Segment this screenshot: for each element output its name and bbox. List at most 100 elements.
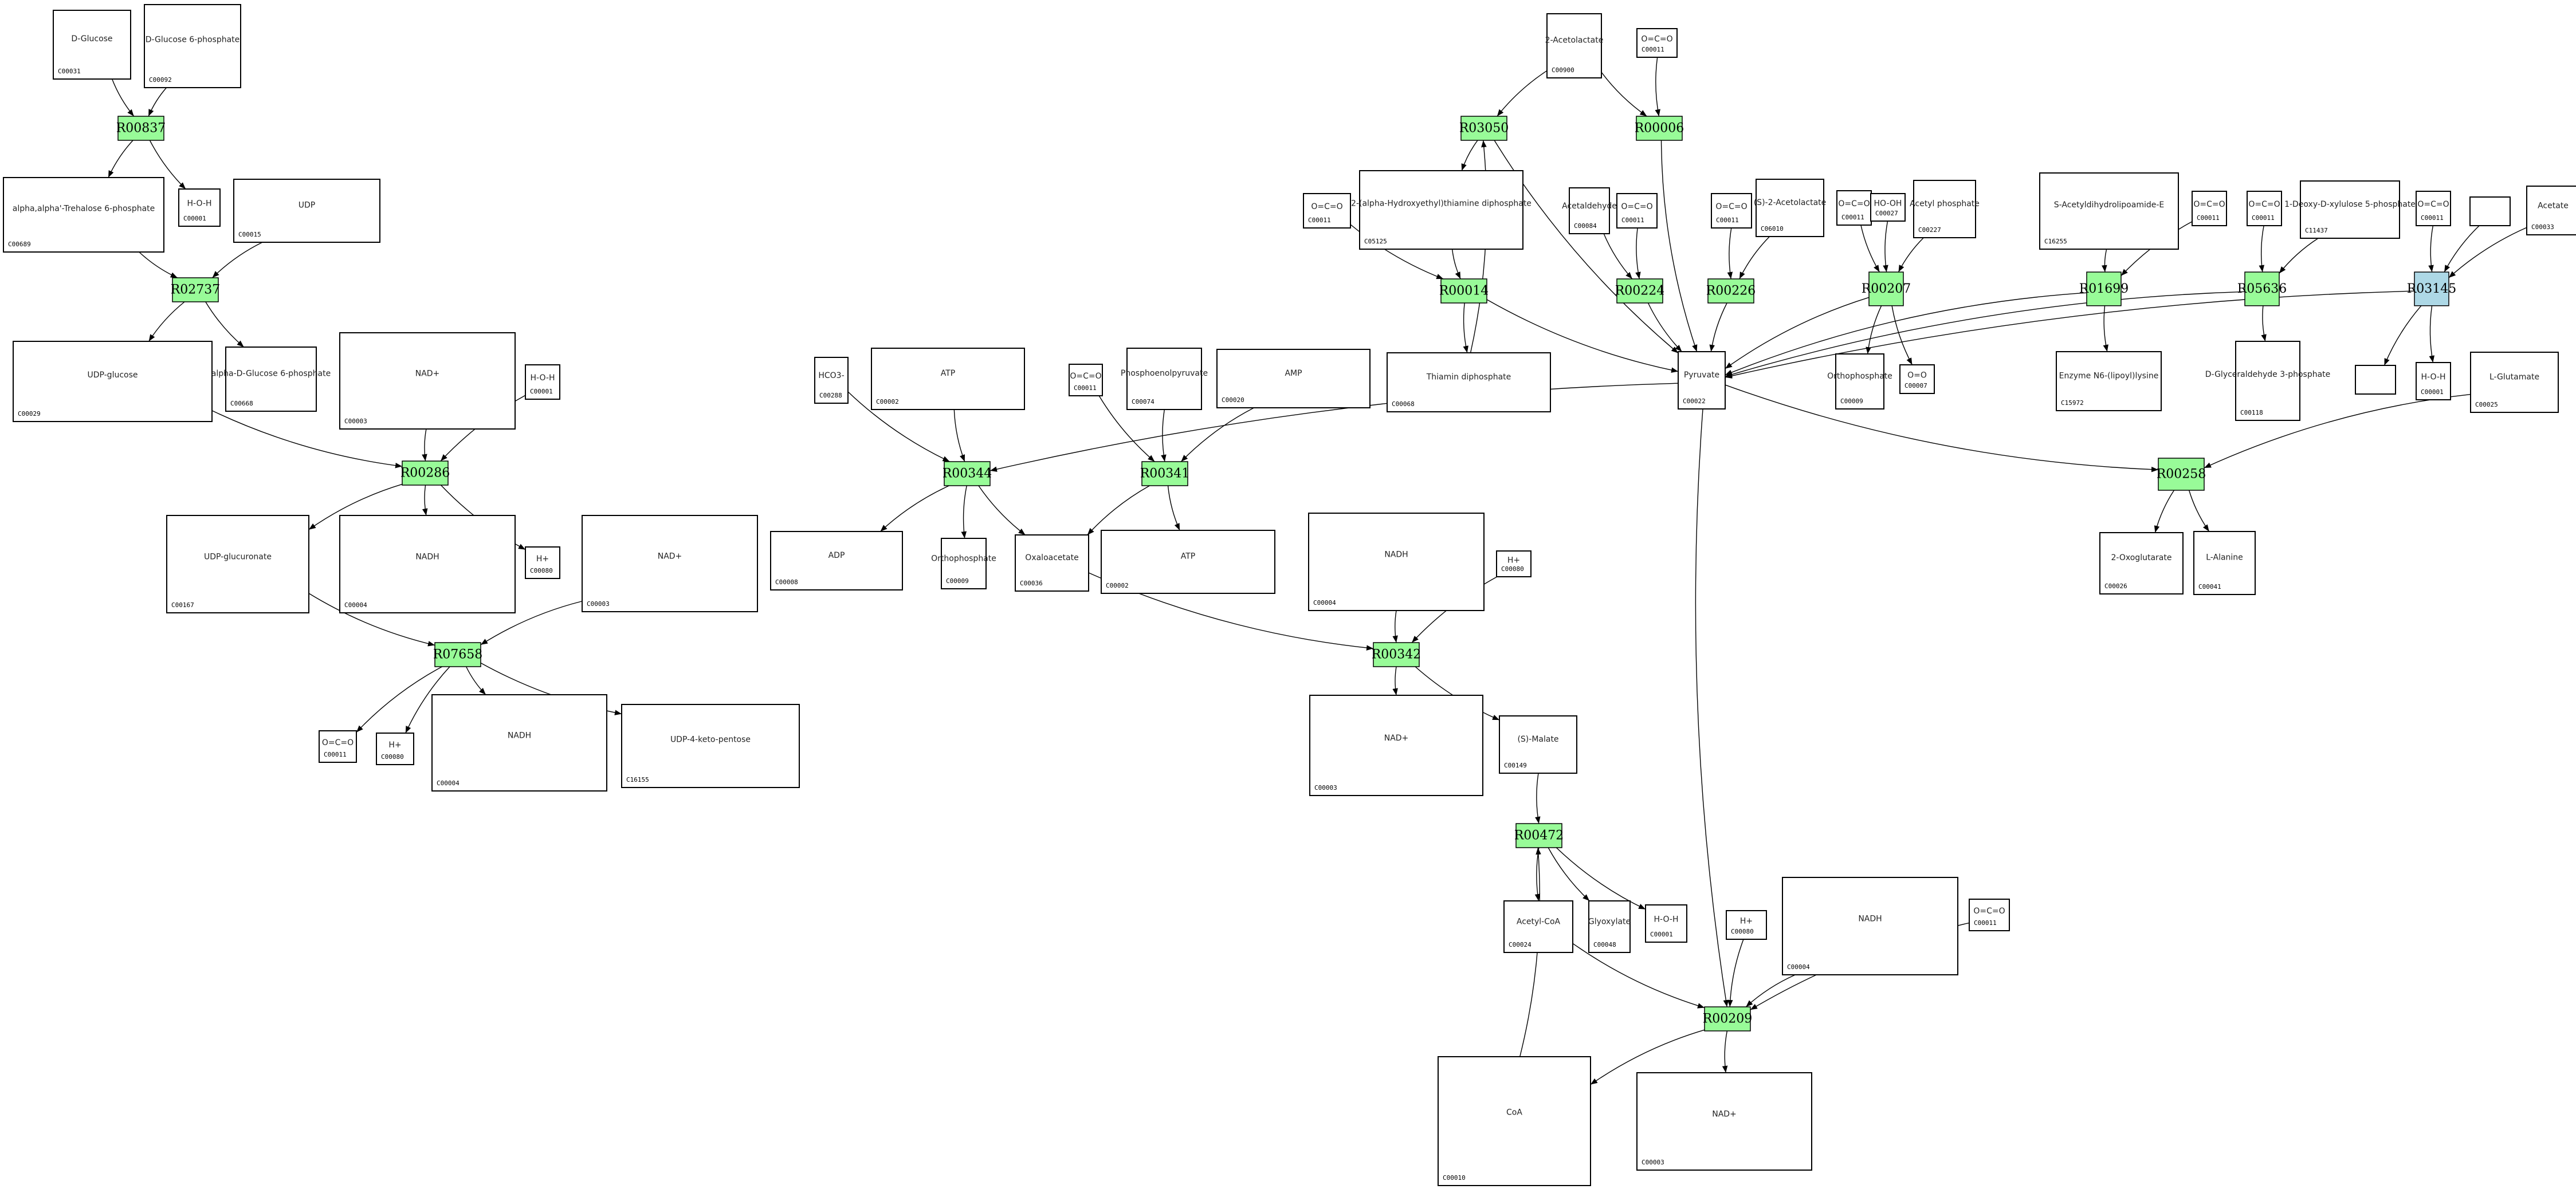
reaction-node[interactable]: R00258 [2157, 458, 2206, 491]
compound-box[interactable] [582, 515, 758, 612]
compound-box[interactable] [225, 347, 317, 412]
compound-box[interactable] [178, 188, 221, 227]
compound-box[interactable] [941, 538, 987, 589]
compound-box[interactable] [1569, 187, 1610, 234]
compound-box[interactable] [1756, 179, 1824, 237]
reaction-node[interactable]: R07658 [433, 642, 483, 667]
compound-box[interactable] [525, 364, 560, 400]
compound-box[interactable] [525, 546, 560, 579]
reaction-node[interactable]: R00286 [400, 460, 450, 486]
reaction-box[interactable] [1636, 116, 1683, 141]
reaction-node[interactable]: R00472 [1514, 823, 1564, 848]
reaction-box[interactable] [117, 116, 164, 141]
compound-box[interactable] [1636, 1072, 1812, 1171]
reaction-box[interactable] [1868, 271, 1904, 306]
compound-box[interactable] [376, 733, 414, 765]
reaction-box[interactable] [1141, 461, 1188, 486]
compound-box[interactable] [1913, 180, 1976, 238]
compound-box[interactable] [1308, 513, 1485, 611]
reaction-node[interactable]: R00344 [943, 461, 992, 486]
compound-box[interactable] [1636, 28, 1678, 58]
compound-box[interactable] [1616, 193, 1658, 229]
reaction-node[interactable]: R03145 [2407, 271, 2457, 306]
compound-box[interactable] [2056, 351, 2162, 411]
compound-box[interactable] [1303, 193, 1351, 229]
reaction-box[interactable] [1704, 1006, 1751, 1031]
compound-box[interactable] [2099, 532, 2184, 594]
reaction-box[interactable] [402, 460, 449, 486]
reaction-node[interactable]: R00342 [1372, 642, 1421, 667]
reaction-node[interactable]: R01699 [2079, 271, 2129, 306]
reaction-node[interactable]: R00207 [1862, 271, 1911, 306]
compound-box[interactable] [144, 4, 241, 88]
reaction-node[interactable]: R00224 [1615, 278, 1665, 304]
compound-node[interactable]: HCO3-C00288 [814, 357, 849, 404]
compound-box[interactable] [1782, 877, 1958, 975]
compound-node[interactable]: H+C00080 [376, 733, 414, 765]
compound-box[interactable] [1387, 352, 1551, 412]
compound-node[interactable]: H+C00080 [525, 546, 560, 579]
reaction-node[interactable]: R05636 [2237, 271, 2287, 306]
compound-box[interactable] [2039, 172, 2179, 250]
compound-box[interactable] [2470, 352, 2559, 413]
compound-box[interactable] [2193, 531, 2256, 595]
compound-box[interactable] [2416, 191, 2451, 226]
compound-box[interactable] [1836, 190, 1872, 226]
compound-box[interactable] [1359, 170, 1523, 250]
compound-node-empty[interactable] [2469, 196, 2511, 226]
reaction-node[interactable]: R00341 [1140, 461, 1190, 486]
reaction-node[interactable]: R00014 [1439, 278, 1489, 304]
compound-box[interactable] [166, 515, 309, 613]
compound-box[interactable] [1101, 530, 1275, 594]
compound-box[interactable] [1835, 353, 1884, 410]
compound-box[interactable] [1499, 715, 1577, 774]
compound-box[interactable] [1216, 349, 1371, 408]
compound-node[interactable]: 2-(alpha-Hydroxyethyl)thiamine diphospha… [1351, 170, 1532, 250]
compound-box[interactable] [233, 179, 380, 243]
compound-box[interactable] [431, 694, 607, 792]
compound-box[interactable] [2526, 186, 2576, 235]
compound-box[interactable] [2192, 191, 2227, 226]
compound-box[interactable] [1588, 900, 1631, 953]
reaction-box[interactable] [1440, 278, 1487, 304]
reaction-box[interactable] [2158, 458, 2205, 491]
reaction-node[interactable]: R00837 [116, 116, 166, 141]
compound-node[interactable]: NAD+C00003 [582, 515, 758, 612]
reaction-node[interactable]: R00226 [1706, 278, 1756, 304]
compound-box[interactable] [1015, 534, 1089, 592]
compound-box[interactable] [1126, 348, 1202, 410]
